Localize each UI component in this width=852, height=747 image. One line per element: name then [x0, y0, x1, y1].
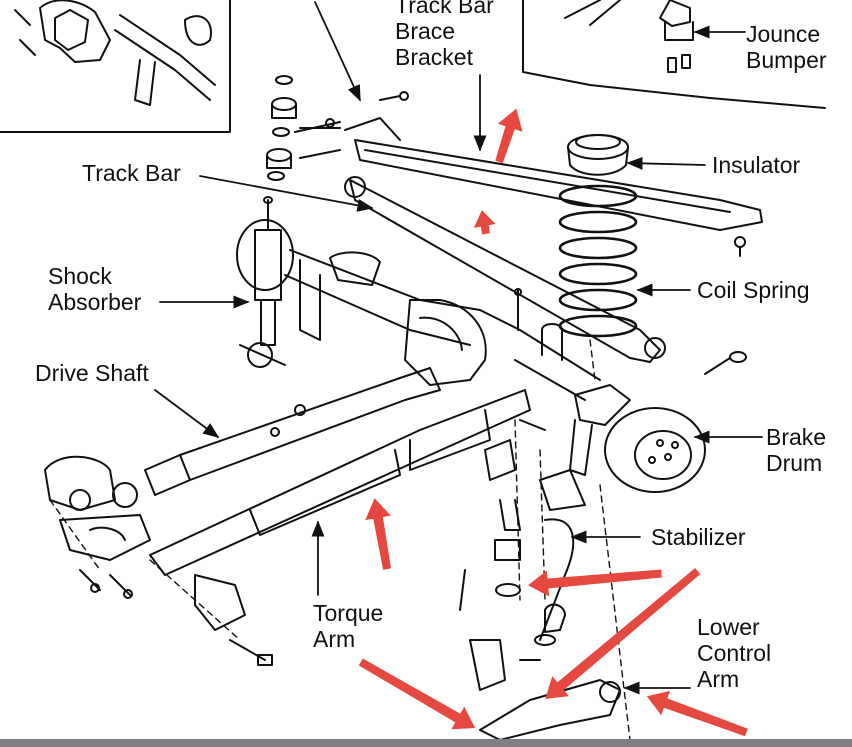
red-arrow-stabilizer: [528, 569, 662, 597]
inset-detail-topleft: [0, 0, 231, 133]
label-jounce-bumper: Jounce Bumper: [746, 21, 827, 73]
bottom-scroll-bar: [0, 739, 852, 747]
label-track-bar-brace-bracket: Track Bar Brace Bracket: [395, 0, 494, 70]
red-arrow-torque-arm: [365, 498, 392, 570]
inset-detail-topright: [522, 0, 826, 109]
red-arrow-bracket: [545, 568, 701, 699]
red-arrow-track-bar: [473, 210, 496, 235]
rear-axle-housing: [236, 219, 601, 401]
lower-control-arm: [469, 639, 621, 741]
upper-mount-hardware: [266, 75, 409, 181]
label-track-bar: Track Bar: [82, 160, 181, 186]
torque-arm: [149, 389, 546, 576]
coil-spring: [558, 184, 638, 338]
label-brake-drum: Brake Drum: [766, 424, 827, 476]
label-stabilizer: Stabilizer: [651, 524, 746, 550]
red-highlight-arrows: [358, 108, 748, 737]
label-torque-arm: Torque Arm: [313, 600, 384, 652]
track-bar-brace-bracket: [344, 117, 763, 257]
label-shock-absorber: Shock Absorber: [48, 263, 142, 315]
shock-absorber: [239, 196, 286, 368]
brake-drum: [569, 384, 706, 493]
label-insulator: Insulator: [712, 152, 801, 178]
callout-leaders: [154, 1, 763, 695]
label-coil-spring: Coil Spring: [697, 277, 810, 303]
drive-shaft: [112, 367, 441, 508]
red-arrow-lower-right: [646, 690, 748, 737]
red-arrow-lower-left: [358, 658, 476, 730]
insulator: [567, 134, 629, 176]
torque-arm-front-bracket: [44, 455, 273, 666]
label-lower-control-arm: Lower Control Arm: [697, 614, 772, 692]
label-drive-shaft: Drive Shaft: [35, 360, 149, 386]
u-bolt-hardware: [459, 288, 586, 611]
red-arrow-brace-bracket: [495, 108, 523, 164]
track-bar: [344, 176, 747, 375]
